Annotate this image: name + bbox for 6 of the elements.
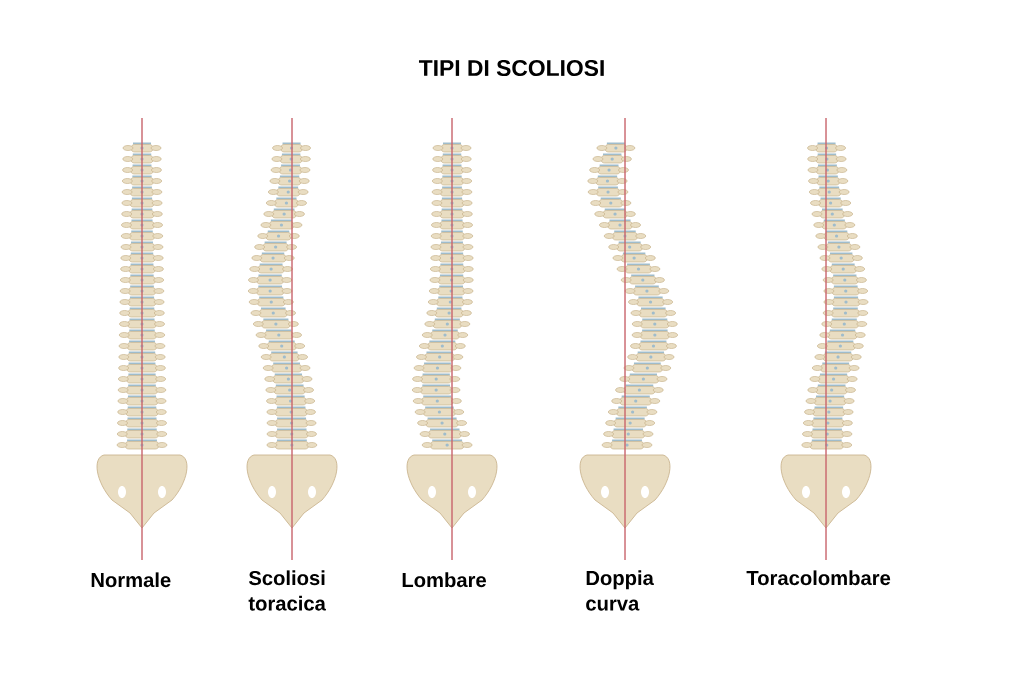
spine-label: Scoliosi toracica xyxy=(248,570,326,611)
spine-label: Lombare xyxy=(402,572,486,588)
spine-label: Toracolombare xyxy=(746,570,891,586)
spine-label: Doppia curva xyxy=(586,570,654,611)
title: TIPI DI SCOLIOSI xyxy=(419,59,604,77)
spine-label: Normale xyxy=(91,572,171,588)
